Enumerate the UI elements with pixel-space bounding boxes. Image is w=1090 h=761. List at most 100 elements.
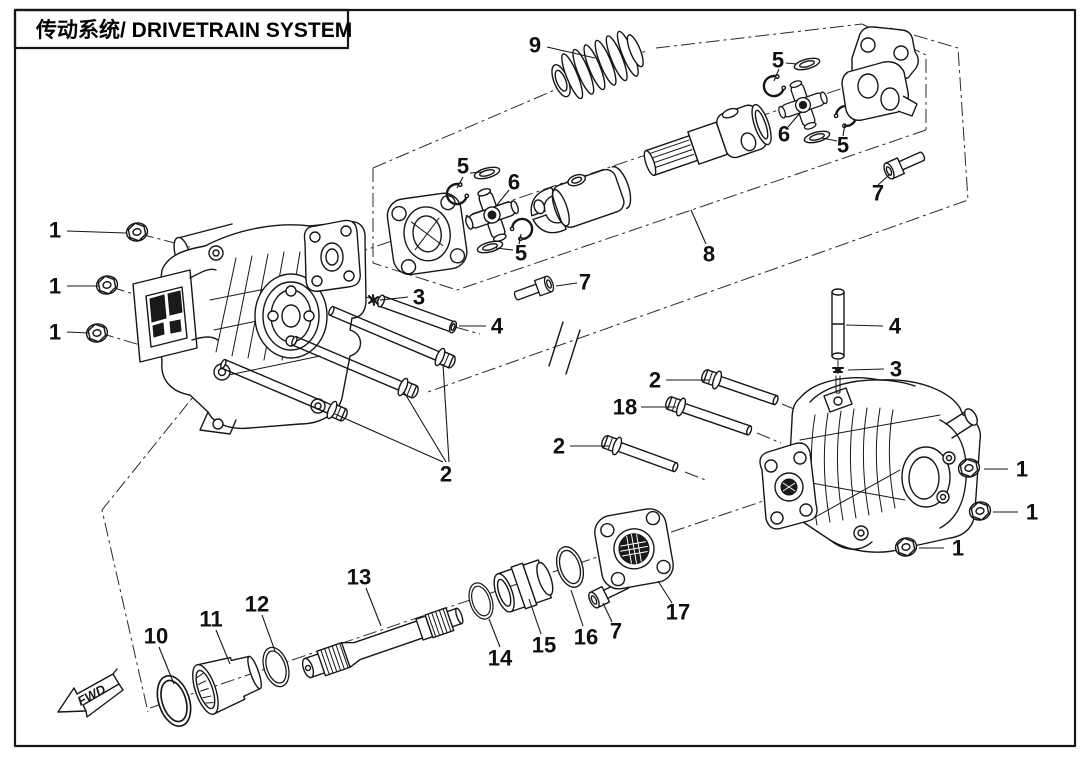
leader-line-part-7: [555, 282, 578, 287]
callout-part-17-32: 17: [666, 600, 690, 625]
callout-part-4-13: 4: [889, 314, 902, 339]
leader-line-part-1: [66, 230, 127, 234]
leader-line-part-6: [496, 189, 510, 206]
bolt-2-rear-b: [598, 431, 681, 478]
callout-part-7-21: 7: [872, 181, 884, 206]
ring-12: [257, 643, 295, 691]
leader-line-part-17: [657, 580, 673, 604]
bolt-2-rear-a: [698, 365, 782, 411]
leader-line-part-9: [546, 46, 596, 59]
page-border: [13, 8, 1077, 748]
page-title: 传动系统/ DRIVETRAIN SYSTEM: [35, 18, 352, 42]
leader-line-part-11: [215, 629, 231, 665]
leader-line-part-2: [403, 391, 447, 463]
bolt-18: [662, 392, 755, 441]
front-prop-yoke: [530, 165, 632, 234]
drive-shaft-13: [301, 607, 464, 679]
callout-part-7-22: 7: [610, 619, 622, 644]
callout-part-16-31: 16: [574, 625, 598, 650]
callout-part-10-25: 10: [144, 624, 168, 649]
leader-line-part-2: [442, 363, 450, 463]
callout-part-2-7: 2: [649, 368, 661, 393]
breather-tube-4-front: [376, 294, 458, 334]
fwd-arrow: FWD: [57, 668, 124, 718]
snap-ring-5-c: [759, 71, 789, 101]
washer-5-b: [475, 238, 505, 256]
leader-line-part-5: [518, 233, 522, 245]
leader-line-part-10: [158, 646, 175, 685]
callout-part-5-14: 5: [457, 154, 469, 179]
leader-line-part-1: [66, 331, 90, 334]
callout-part-5-16: 5: [772, 48, 784, 73]
callout-part-11-26: 11: [199, 607, 222, 632]
leader-line-part-4: [845, 324, 884, 327]
coupler-11: [192, 655, 262, 715]
clip-3-front: [368, 294, 379, 306]
washer-5-a: [472, 164, 502, 182]
callout-part-2-6: 2: [440, 462, 452, 487]
leader-line-part-14: [488, 618, 501, 648]
callout-part-6-18: 6: [508, 170, 520, 195]
leader-line-part-5: [821, 137, 838, 142]
nut-1-front-a: [124, 220, 150, 244]
washer-5-d: [802, 128, 832, 146]
nut-1-front-b: [94, 273, 120, 297]
callout-part-1-0: 1: [49, 218, 61, 243]
leader-line-part-13: [365, 587, 382, 627]
callout-part-7-20: 7: [579, 270, 591, 295]
leader-line-part-5: [456, 176, 464, 189]
leader-line-part-15: [528, 598, 542, 635]
clip-3-rear: [832, 367, 844, 394]
callout-part-1-5: 1: [952, 536, 964, 561]
callout-part-3-10: 3: [413, 285, 425, 310]
leader-line-part-6: [787, 112, 801, 128]
callout-part-14-29: 14: [488, 646, 513, 671]
leader-line-part-7: [877, 173, 891, 186]
leader-line-part-5: [842, 123, 846, 137]
snap-ring-5-b: [507, 213, 538, 244]
callout-part-8-23: 8: [703, 242, 715, 267]
leader-line-part-8: [690, 209, 707, 245]
callout-part-12-27: 12: [245, 592, 269, 617]
title-block: 传动系统/ DRIVETRAIN SYSTEM: [13, 8, 352, 50]
callout-part-15-30: 15: [532, 633, 556, 658]
callout-part-2-8: 2: [553, 434, 565, 459]
leader-line-part-3: [379, 296, 409, 301]
callout-part-6-19: 6: [778, 122, 790, 147]
flange-17: [594, 508, 674, 590]
leader-line-part-3: [847, 368, 885, 371]
callout-part-5-15: 5: [515, 241, 527, 266]
leader-line-part-5: [469, 171, 483, 174]
leader-line-part-2: [334, 413, 444, 463]
callout-part-1-3: 1: [1016, 457, 1028, 482]
breather-tube-4-rear: [831, 288, 845, 360]
leader-line-part-16: [570, 589, 584, 627]
front-output-flange: [386, 192, 468, 276]
callout-part-13-28: 13: [347, 565, 371, 590]
boot-9: [551, 30, 644, 100]
shaft-break-marks: [548, 321, 581, 375]
callout-part-5-17: 5: [837, 133, 849, 158]
callout-part-18-9: 18: [613, 395, 637, 420]
callout-part-4-12: 4: [491, 314, 504, 339]
bolt-7-middle: [511, 274, 556, 305]
callout-part-3-11: 3: [890, 357, 902, 382]
leader-line-part-12: [261, 614, 276, 652]
callout-part-1-2: 1: [49, 320, 61, 345]
leader-line-part-5: [495, 247, 514, 251]
rear-gearbox-drawing: [759, 377, 982, 553]
leader-line-part-5: [785, 62, 798, 65]
rear-prop-shaft: [643, 103, 772, 177]
leader-line-part-7: [602, 602, 613, 623]
washer-5-c: [792, 55, 822, 73]
callout-part-1-4: 1: [1026, 500, 1038, 525]
ring-10: [150, 670, 198, 732]
leader-line-part-5: [773, 68, 780, 82]
ring-16: [551, 542, 589, 592]
rear-flange-bracket: [841, 26, 919, 121]
callout-part-9-24: 9: [529, 33, 541, 58]
ring-14: [464, 579, 498, 623]
